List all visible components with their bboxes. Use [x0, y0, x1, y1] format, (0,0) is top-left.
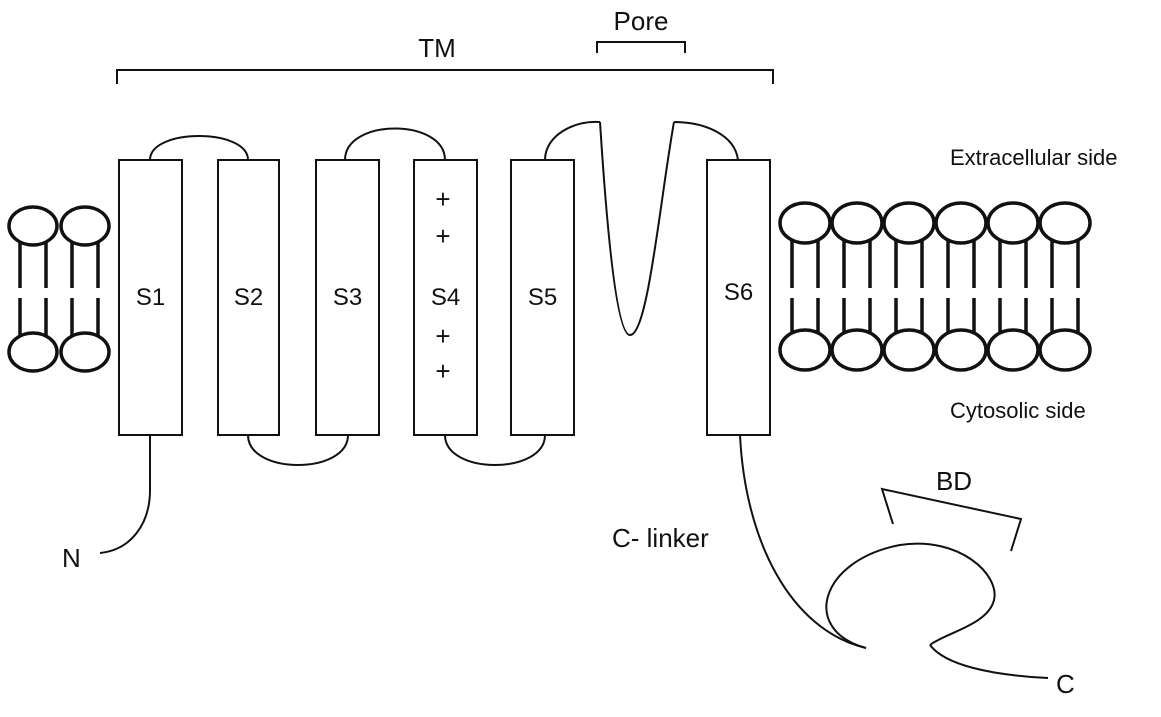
- tm-label: TM: [418, 33, 456, 63]
- charge-plus: +: [435, 321, 450, 351]
- intracellular-loops: [248, 435, 545, 465]
- segment-label: S2: [234, 284, 263, 311]
- segment-s4: S4 + + + +: [414, 160, 477, 435]
- extracellular-loops: [150, 122, 738, 160]
- segment-s3: S3: [316, 160, 379, 435]
- membrane-lipids-right: [780, 203, 1090, 370]
- charge-plus: +: [435, 184, 450, 214]
- lipid: [988, 203, 1038, 370]
- segment-label: S4: [431, 284, 460, 311]
- lipid: [832, 203, 882, 370]
- segment-label: S6: [724, 279, 753, 306]
- n-terminus-label: N: [62, 543, 81, 573]
- segment-s5: S5: [511, 160, 574, 435]
- pore-bracket: [597, 42, 685, 53]
- lipid: [9, 207, 57, 371]
- n-terminus-tail: [100, 435, 150, 553]
- segment-s2: S2: [218, 160, 279, 435]
- binding-domain-loop: [826, 544, 994, 648]
- bd-bracket: [882, 489, 1021, 551]
- pore-label: Pore: [614, 6, 669, 36]
- bd-label: BD: [936, 466, 972, 496]
- charge-plus: +: [435, 356, 450, 386]
- charge-plus: +: [435, 221, 450, 251]
- c-terminus-tail: [930, 645, 1048, 678]
- tm-bracket: [117, 70, 773, 84]
- lipid: [1040, 203, 1090, 370]
- lipid: [780, 203, 830, 370]
- lipid: [884, 203, 934, 370]
- pore-loop: [600, 122, 674, 335]
- c-terminus-label: C: [1056, 669, 1075, 699]
- segment-label: S3: [333, 284, 362, 311]
- membrane-lipids-left: [9, 207, 109, 371]
- segment-s1: S1: [119, 160, 182, 435]
- c-linker-label: C- linker: [612, 523, 709, 553]
- segment-label: S1: [136, 284, 165, 311]
- c-linker-tail: [740, 435, 866, 648]
- cytosolic-side-label: Cytosolic side: [950, 398, 1086, 423]
- segment-label: S5: [528, 284, 557, 311]
- lipid: [61, 207, 109, 371]
- extracellular-side-label: Extracellular side: [950, 145, 1118, 170]
- segment-s6: S6: [707, 160, 770, 435]
- lipid: [936, 203, 986, 370]
